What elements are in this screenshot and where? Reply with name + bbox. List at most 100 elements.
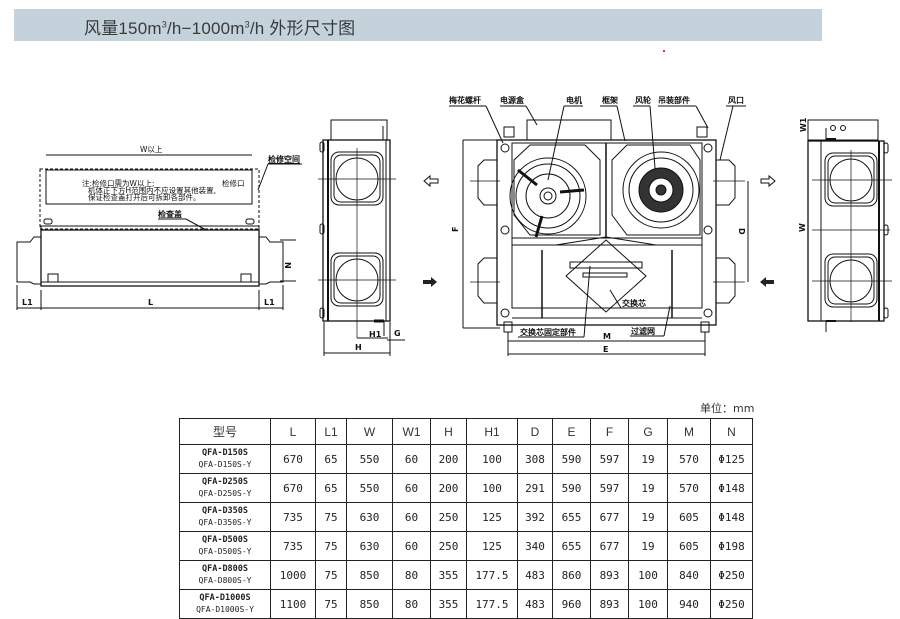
- cell-w1: 60: [392, 473, 431, 503]
- cell-m: 840: [667, 560, 711, 590]
- cell-g: 19: [628, 473, 668, 503]
- cell-f: 597: [590, 444, 629, 474]
- cell-h: 200: [430, 444, 467, 474]
- col-w1: W1: [392, 418, 431, 445]
- model-name: QFA-D1000S: [199, 593, 251, 603]
- callout-core-fixing: 交换芯固定部件: [520, 327, 576, 337]
- title-bar: 风量150m3/h−1000m3/h 外形尺寸图: [14, 9, 822, 41]
- callout-filter: 过滤网: [631, 326, 655, 336]
- port-top-right: [716, 159, 736, 206]
- callout-frame: 框架: [602, 95, 618, 105]
- col-l1: L1: [315, 418, 347, 445]
- note-line-3: 保证检查盖打开后可拆卸各部件。: [88, 192, 201, 202]
- callout-exchange-core: 交换芯: [622, 298, 646, 308]
- cell-l1: 75: [315, 502, 347, 532]
- cell-h1: 100: [466, 444, 518, 474]
- model-name: QFA-D350S: [201, 506, 249, 516]
- outflow-arrow-left: [423, 174, 439, 188]
- cell-f: 677: [590, 502, 629, 532]
- col-model: 型号: [179, 418, 271, 445]
- cell-g: 19: [628, 444, 668, 474]
- cell-d: 483: [517, 560, 553, 590]
- model-name-variant: QFA-D150S-Y: [198, 460, 252, 469]
- inspection-cover-label: 检查盖: [158, 209, 182, 219]
- cell-m: 940: [667, 589, 711, 619]
- dimension-drawing: W以上 注:检修口需为W以上; 机体正下方H范围内不应设置其他装置, 保证检查盖…: [16, 95, 892, 356]
- col-f: F: [590, 418, 629, 445]
- dim-w1: W1: [799, 117, 808, 132]
- col-g: G: [628, 418, 668, 445]
- cell-model: QFA-D800S QFA-D800S-Y: [179, 560, 271, 590]
- inflow-arrow-left: [423, 277, 437, 287]
- stray-mark: [663, 50, 665, 52]
- cell-m: 605: [667, 531, 711, 561]
- dim-f: F: [451, 227, 460, 232]
- dim-e: E: [603, 345, 608, 354]
- service-space-label: 检修空间: [268, 154, 300, 164]
- model-name: QFA-D250S: [201, 477, 249, 487]
- service-port-label: 检修口: [222, 178, 245, 188]
- cell-w: 850: [346, 589, 393, 619]
- callout-power-box: 电源盒: [500, 95, 525, 105]
- cell-d: 340: [517, 531, 553, 561]
- unit-label: 单位：mm: [700, 402, 755, 415]
- dim-l1-right: L1: [264, 298, 275, 307]
- top-view: 梅花螺杆 电源盒 电机 框架 风轮 吊装部件 风口: [449, 95, 749, 356]
- model-name-variant: QFA-D1000S-Y: [196, 605, 254, 614]
- cell-w: 550: [346, 444, 393, 474]
- cell-l: 1100: [270, 589, 316, 619]
- cell-l1: 65: [315, 444, 347, 474]
- cell-f: 677: [590, 531, 629, 561]
- cell-g: 19: [628, 531, 668, 561]
- col-d: D: [517, 418, 553, 445]
- cell-l: 670: [270, 473, 316, 503]
- model-name: QFA-D800S: [201, 564, 249, 574]
- cell-w1: 60: [392, 531, 431, 561]
- col-w: W: [346, 418, 393, 445]
- cell-g: 100: [628, 589, 668, 619]
- end-body: [322, 139, 391, 322]
- cell-n: Φ148: [710, 473, 753, 503]
- model-name-variant: QFA-D800S-Y: [198, 576, 252, 585]
- dim-l: L: [148, 298, 153, 307]
- cell-n: Φ250: [710, 589, 753, 619]
- cell-w1: 60: [392, 444, 431, 474]
- cell-e: 860: [552, 560, 591, 590]
- cell-h: 355: [430, 589, 467, 619]
- cell-w1: 80: [392, 560, 431, 590]
- note-line-1: 注:检修口需为W以上;: [82, 178, 154, 188]
- port-bottom-left: [477, 257, 497, 304]
- cell-f: 893: [590, 589, 629, 619]
- model-name-variant: QFA-D350S-Y: [198, 518, 252, 527]
- exchange-core: [565, 239, 647, 313]
- cell-w: 550: [346, 473, 393, 503]
- side-view: W以上 注:检修口需为W以上; 机体正下方H范围内不应设置其他装置, 保证检查盖…: [16, 145, 302, 310]
- cell-model: QFA-D1000S QFA-D1000S-Y: [179, 589, 271, 619]
- cell-h: 250: [430, 531, 467, 561]
- cell-g: 19: [628, 502, 668, 532]
- cell-m: 570: [667, 473, 711, 503]
- cell-n: Φ125: [710, 444, 753, 474]
- cell-l: 1000: [270, 560, 316, 590]
- cell-model: QFA-D350S QFA-D350S-Y: [179, 502, 271, 532]
- cell-e: 960: [552, 589, 591, 619]
- cell-e: 590: [552, 444, 591, 474]
- cell-l: 735: [270, 531, 316, 561]
- table-header-row: 型号 L L1 W W1 H H1 D E F G M N: [179, 418, 753, 445]
- inflow-arrow-right: [760, 277, 774, 287]
- motor-housing: [525, 173, 571, 219]
- cell-n: Φ148: [710, 502, 753, 532]
- cell-h1: 177.5: [466, 560, 518, 590]
- cell-h: 250: [430, 502, 467, 532]
- callout-hanging-parts: 吊装部件: [658, 95, 690, 105]
- cell-e: 655: [552, 531, 591, 561]
- cell-w: 630: [346, 531, 393, 561]
- cell-l1: 75: [315, 560, 347, 590]
